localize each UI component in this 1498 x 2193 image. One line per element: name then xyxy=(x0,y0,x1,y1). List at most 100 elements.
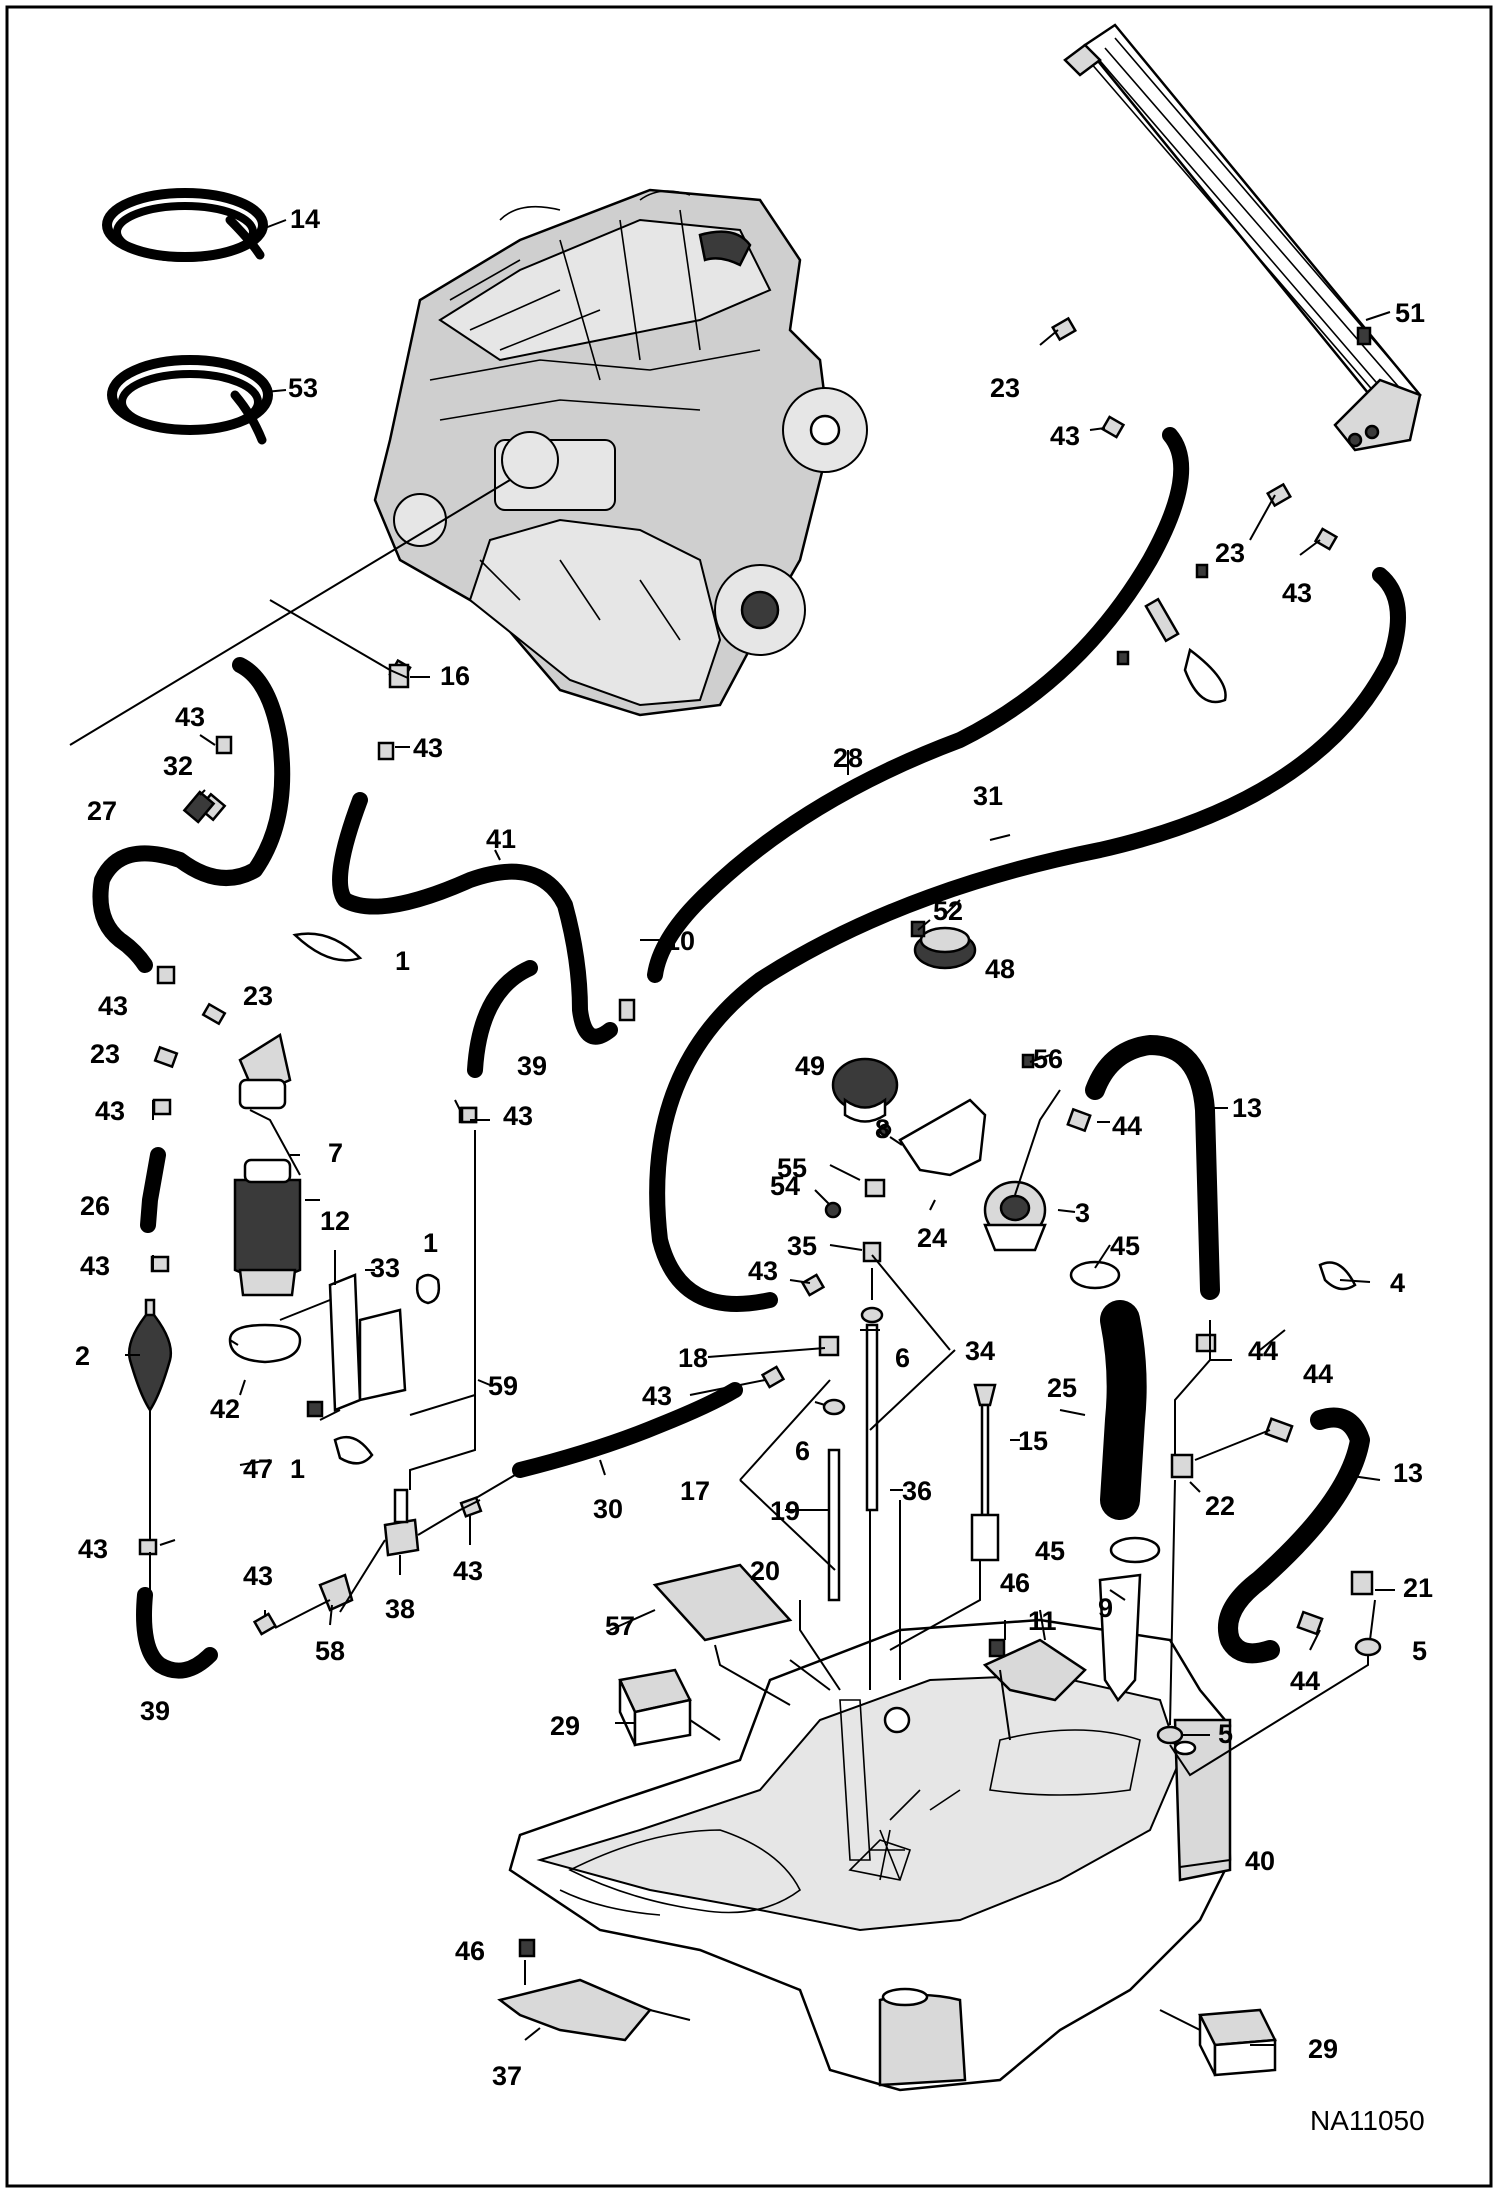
bolt-51 xyxy=(1356,326,1372,346)
callout-1: 1 xyxy=(423,1228,438,1258)
callout-46: 46 xyxy=(455,1936,485,1966)
callout-7: 7 xyxy=(328,1138,343,1168)
filler-neck-3 xyxy=(983,1180,1047,1252)
callout-44: 44 xyxy=(1112,1111,1142,1141)
fitting-21 xyxy=(1350,1570,1374,1596)
hose-39-lower xyxy=(136,1587,218,1679)
bolt-46-upper xyxy=(988,1638,1006,1658)
callout-57: 57 xyxy=(605,1611,635,1641)
callout-13: 13 xyxy=(1393,1458,1423,1488)
callout-11: 11 xyxy=(1028,1606,1057,1636)
bolt-47 xyxy=(306,1400,324,1418)
bracket-37 xyxy=(497,1978,653,2042)
callout-47: 47 xyxy=(243,1454,273,1484)
filter-head-7 xyxy=(238,1033,292,1110)
sender-15 xyxy=(970,1383,1000,1562)
grommet-5-right xyxy=(1354,1637,1382,1657)
callout-25: 25 xyxy=(1047,1373,1077,1403)
callout-17: 17 xyxy=(680,1476,710,1506)
bracket-24 xyxy=(898,1098,987,1177)
callout-43: 43 xyxy=(78,1534,108,1564)
fitting-16 xyxy=(388,663,410,689)
callout-43: 43 xyxy=(503,1101,533,1131)
callout-22: 22 xyxy=(1205,1491,1235,1521)
fitting-43-hose39 xyxy=(460,1106,478,1124)
callout-27: 27 xyxy=(87,796,117,826)
callout-23: 23 xyxy=(90,1039,120,1069)
callout-43: 43 xyxy=(1050,421,1080,451)
callout-1: 1 xyxy=(290,1454,305,1484)
callout-40: 40 xyxy=(1245,1846,1275,1876)
callout-20: 20 xyxy=(750,1556,780,1586)
fitting-32 xyxy=(182,790,216,824)
hose-coil-53 xyxy=(107,355,273,445)
callout-5: 5 xyxy=(1412,1636,1427,1666)
grommet-6b xyxy=(822,1398,846,1416)
fuel-pump-38 xyxy=(383,1488,420,1557)
callout-54: 54 xyxy=(770,1171,800,1201)
fuel-tank-40 xyxy=(508,1618,1232,2092)
callout-12: 12 xyxy=(320,1206,350,1236)
callout-3: 3 xyxy=(1075,1198,1090,1228)
clamp-1-low xyxy=(333,1435,374,1465)
bolt-46-lower xyxy=(518,1938,536,1958)
callout-23: 23 xyxy=(990,373,1020,403)
fittings-23 xyxy=(153,316,1293,1069)
callout-55: 55 xyxy=(777,1153,807,1183)
callout-43: 43 xyxy=(80,1251,110,1281)
callout-16: 16 xyxy=(440,661,470,691)
pad-57 xyxy=(652,1563,793,1642)
callout-36: 36 xyxy=(902,1476,932,1506)
bracket-33 xyxy=(328,1273,407,1412)
callout-4: 4 xyxy=(1390,1268,1405,1298)
tube-9 xyxy=(1098,1573,1142,1703)
callout-44: 44 xyxy=(1303,1359,1333,1389)
callout-43: 43 xyxy=(748,1256,778,1286)
hose-coil-14 xyxy=(102,188,268,262)
sensor-58 xyxy=(318,1573,354,1612)
fitting-10 xyxy=(618,998,636,1022)
fitting-18 xyxy=(818,1335,840,1357)
callout-46: 46 xyxy=(1000,1568,1030,1598)
rod-19 xyxy=(827,1448,841,1602)
hose-28 xyxy=(647,427,1190,983)
callout-labels: 14 53 16 43 43 32 27 23 43 51 23 43 28 3… xyxy=(75,204,1433,2091)
callout-6: 6 xyxy=(895,1343,910,1373)
callout-52: 52 xyxy=(933,896,963,926)
clamp-45-lower xyxy=(1109,1536,1161,1564)
callout-43: 43 xyxy=(243,1561,273,1591)
rod-36 xyxy=(865,1323,879,1512)
callout-1: 1 xyxy=(395,946,410,976)
callout-33: 33 xyxy=(370,1253,400,1283)
callout-43: 43 xyxy=(98,991,128,1021)
callout-19: 19 xyxy=(770,1496,800,1526)
hose-41 xyxy=(332,792,618,1045)
hose-39-upper xyxy=(467,960,538,1078)
fitting-22 xyxy=(1170,1453,1194,1479)
clamp-45-upper xyxy=(1069,1260,1121,1290)
nut-54 xyxy=(824,1201,842,1219)
callout-29: 29 xyxy=(1308,2034,1338,2064)
fuel-cooler xyxy=(1063,23,1422,452)
callout-59: 59 xyxy=(488,1371,518,1401)
callout-43: 43 xyxy=(175,702,205,732)
callout-51: 51 xyxy=(1395,298,1425,328)
callout-39: 39 xyxy=(140,1696,170,1726)
callout-37: 37 xyxy=(492,2061,522,2091)
callout-43: 43 xyxy=(453,1556,483,1586)
strap-assembly xyxy=(1116,563,1227,704)
bracket-11 xyxy=(982,1638,1087,1702)
callout-6: 6 xyxy=(795,1436,810,1466)
callout-58: 58 xyxy=(315,1636,345,1666)
callout-45: 45 xyxy=(1035,1536,1065,1566)
callout-29: 29 xyxy=(550,1711,580,1741)
drawing-number: NA11050 xyxy=(1310,2105,1425,2136)
callout-24: 24 xyxy=(917,1223,947,1253)
callout-35: 35 xyxy=(787,1231,817,1261)
callout-43: 43 xyxy=(95,1096,125,1126)
cap-49 xyxy=(831,1057,899,1123)
pad-29-left xyxy=(618,1668,692,1747)
fitting-35 xyxy=(862,1241,882,1263)
fittings-44 xyxy=(1066,1107,1324,1636)
